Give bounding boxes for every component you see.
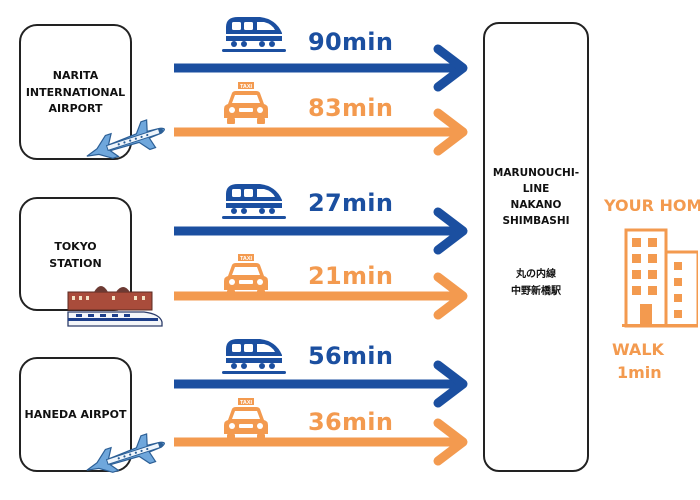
arrow-taxi-head [433, 418, 468, 466]
origin-narita: NARITA INTERNATIONAL AIRPORT [19, 24, 132, 160]
train-icon [222, 339, 286, 374]
train-icon [222, 184, 286, 219]
walk-time: 1min [617, 363, 662, 383]
route-time-train-narita: 90min [308, 28, 394, 56]
home-walk: WALK 1min [612, 338, 700, 384]
tokyo-station-shinkansen-icon [67, 286, 163, 327]
destination-name-jp: 丸の内線 中野新橋駅 [511, 269, 561, 297]
origin-label: HANEDA AIRPOT [24, 408, 127, 421]
taxi-icon: TAXI [224, 254, 268, 296]
airplane-icon [86, 119, 165, 159]
route-time-taxi-haneda: 36min [308, 408, 394, 436]
route-time-taxi-tokyo: 21min [308, 262, 394, 290]
route-time-train-haneda: 56min [308, 342, 394, 370]
route-time-train-tokyo: 27min [308, 189, 394, 217]
taxi-icon: TAXI [224, 82, 268, 124]
arrow-taxi-head [433, 272, 468, 320]
arrow-train-head [433, 44, 468, 92]
arrow-taxi-head [433, 108, 468, 156]
route-time-taxi-narita: 83min [308, 94, 394, 122]
taxi-sign-text: TAXI [240, 256, 253, 262]
train-icon [222, 17, 286, 52]
airplane-icon [86, 433, 165, 473]
arrow-train-head [433, 207, 468, 255]
home-title: YOUR HOME [604, 196, 700, 215]
origin-label: TOKYO STATION [49, 240, 102, 270]
taxi-sign-text: TAXI [240, 84, 253, 90]
destination-station: MARUNOUCHI- LINE NAKANO SHIMBASHI 丸の内線 中… [483, 22, 589, 472]
taxi-icon: TAXI [224, 398, 268, 440]
origin-haneda: HANEDA AIRPOT [19, 357, 132, 472]
walk-label: WALK [612, 340, 664, 359]
apartment-building-icon [622, 228, 698, 328]
destination-name-en: MARUNOUCHI- LINE NAKANO SHIMBASHI [492, 167, 580, 227]
arrow-train-head [433, 360, 468, 408]
taxi-sign-text: TAXI [240, 400, 253, 406]
origin-label: NARITA INTERNATIONAL AIRPORT [25, 69, 126, 115]
